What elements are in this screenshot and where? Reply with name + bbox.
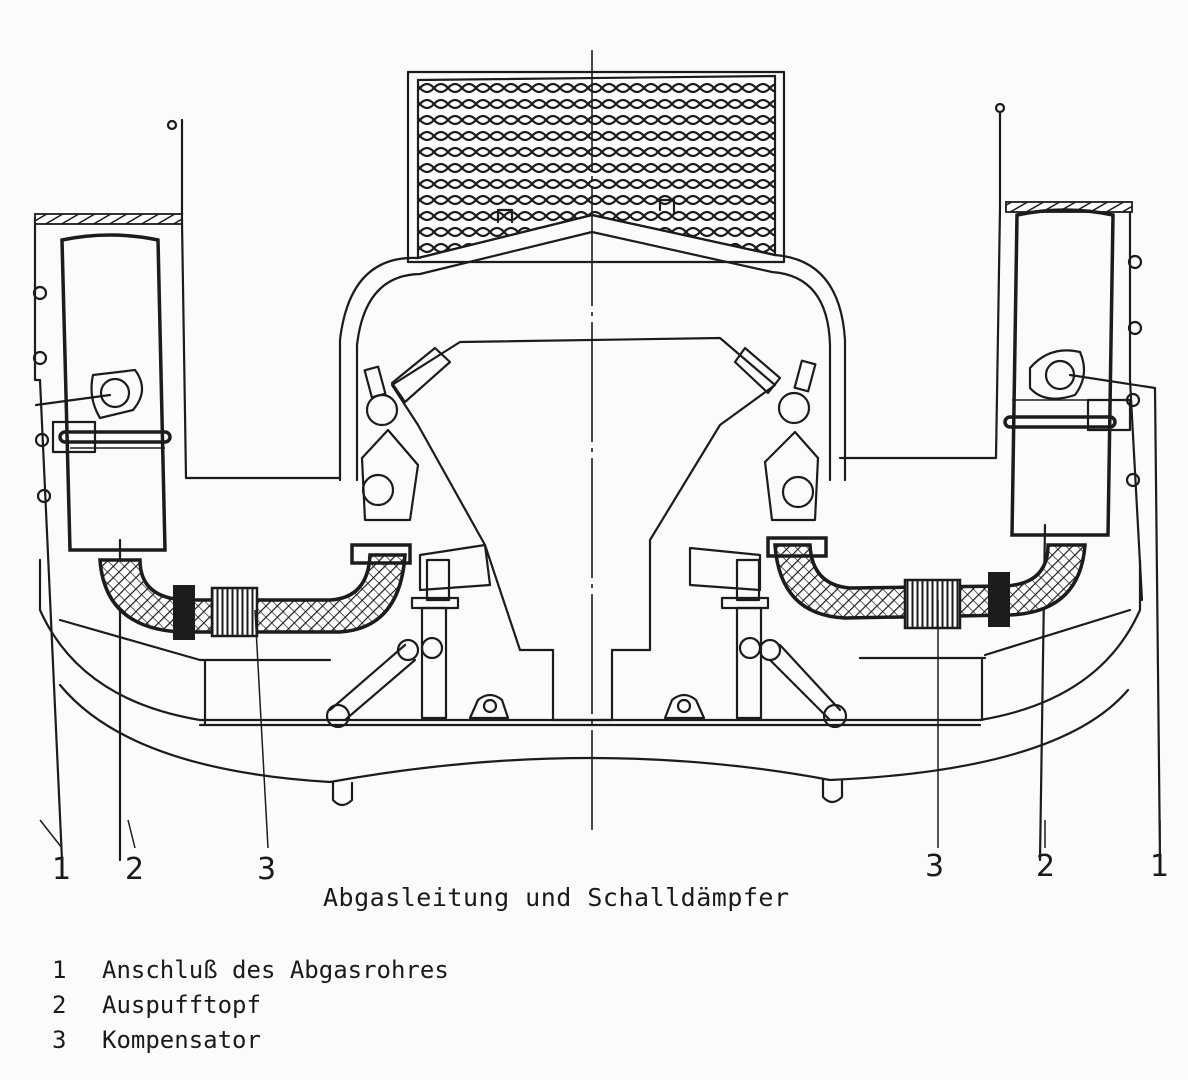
legend-label: Auspufftopf	[102, 990, 261, 1019]
left-exhaust-pipe	[98, 543, 412, 640]
engine-block	[360, 336, 820, 722]
legend-label: Kompensator	[102, 1025, 261, 1054]
callout-left-1: 1	[52, 852, 72, 887]
exhaust-system-drawing	[32, 50, 1162, 862]
callout-right-2: 2	[1036, 849, 1056, 884]
grille-mesh	[406, 70, 786, 264]
callout-left-2: 2	[125, 852, 145, 887]
engine-mounts	[325, 558, 848, 729]
legend-item: 3 Kompensator	[52, 1022, 449, 1057]
legend-item: 2 Auspufftopf	[52, 987, 449, 1022]
right-exhaust-pipe	[766, 536, 1087, 627]
left-compensator	[210, 586, 259, 638]
mounting-feet	[331, 778, 844, 807]
legend-number: 1	[52, 955, 67, 984]
callout-leaders	[39, 600, 1161, 849]
right-compensator	[903, 578, 962, 630]
base-frame	[38, 558, 1142, 784]
legend-label: Anschluß des Abgasrohres	[102, 955, 449, 984]
callout-right-1: 1	[1150, 849, 1170, 884]
callout-right-3: 3	[925, 849, 945, 884]
legend-number: 2	[52, 990, 67, 1019]
legend-number: 3	[52, 1025, 67, 1054]
figure-caption: Abgasleitung und Schalldämpfer	[323, 883, 790, 912]
callout-left-3: 3	[257, 852, 277, 887]
right-muffler	[838, 102, 1162, 862]
legend-item: 1 Anschluß des Abgasrohres	[52, 952, 449, 987]
left-muffler	[32, 118, 342, 862]
legend: 1 Anschluß des Abgasrohres 2 Auspufftopf…	[52, 952, 449, 1057]
